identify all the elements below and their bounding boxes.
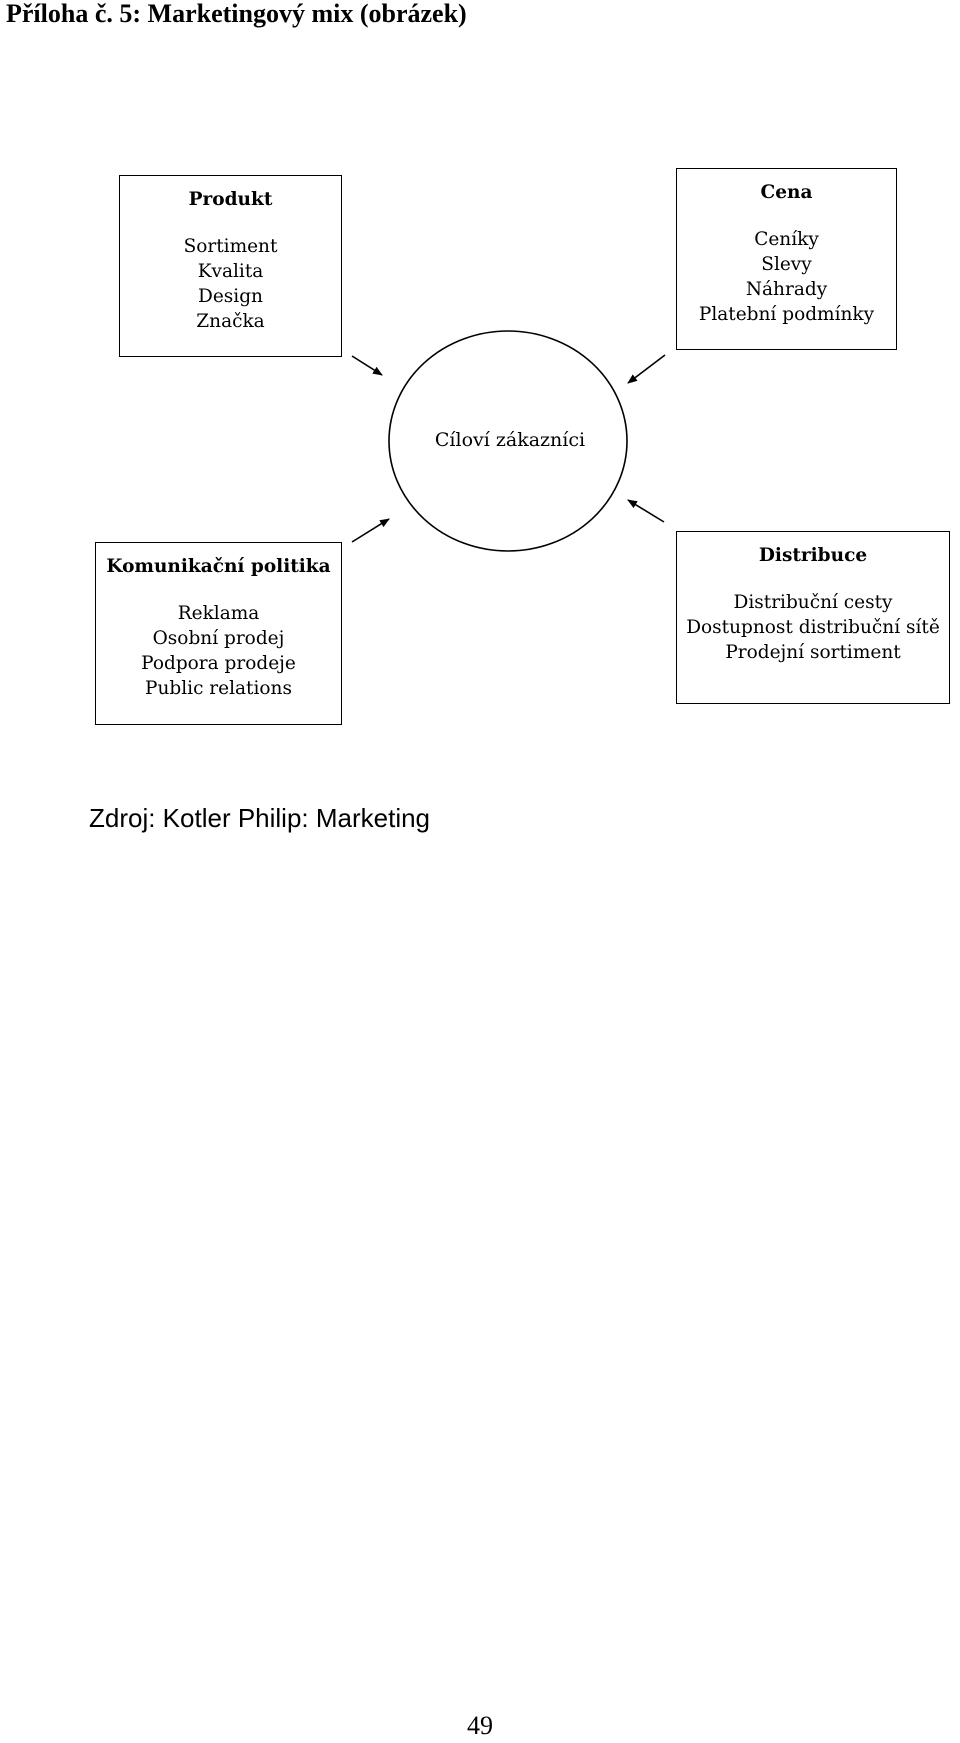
page-heading: Příloha č. 5: Marketingový mix (obrázek) [6,0,467,28]
box-item: Design [198,286,263,307]
page-number: 49 [467,1711,493,1740]
arrow-komunikace [351,518,390,543]
box-item-list: Sortiment Kvalita Design Značka [120,234,341,334]
box-item: Prodejní sortiment [725,642,901,663]
box-item: Osobní prodej [152,628,285,649]
box-produkt: Produkt Sortiment Kvalita Design Značka [119,175,342,357]
box-item: Náhrady [745,279,828,300]
box-item: Značka [196,311,265,332]
source-note: Zdroj: Kotler Philip: Marketing [89,803,431,833]
box-item: Platební podmínky [698,304,875,325]
arrow-cena [627,354,666,384]
box-title: Cena [760,182,813,203]
center-label: Cíloví zákazníci [434,429,586,451]
box-item-list: Ceníky Slevy Náhrady Platební podmínky [677,227,896,327]
box-item-list: Reklama Osobní prodej Podpora prodeje Pu… [96,601,341,701]
box-item: Dostupnost distribuční sítě [686,617,940,638]
box-title: Distribuce [758,545,868,566]
box-distribuce: Distribuce Distribuční cesty Dostupnost … [676,531,950,704]
box-cena: Cena Ceníky Slevy Náhrady Platební podmí… [676,168,897,350]
box-item: Ceníky [754,229,819,250]
box-item: Distribuční cesty [733,592,893,613]
box-item-list: Distribuční cesty Dostupnost distribuční… [677,590,949,665]
marketing-mix-diagram [351,330,666,552]
box-item: Public relations [145,678,292,699]
box-item: Sortiment [183,236,278,257]
box-item: Slevy [761,254,812,275]
box-title: Produkt [188,189,273,210]
box-title: Komunikační politika [106,556,331,577]
arrow-distribuce [627,499,665,523]
box-item: Podpora prodeje [141,653,296,674]
box-item: Kvalita [197,261,264,282]
box-item: Reklama [177,603,260,624]
center-circle [388,330,628,552]
box-komunikacni-politika: Komunikační politika Reklama Osobní prod… [95,542,342,725]
arrow-produkt [351,355,383,376]
